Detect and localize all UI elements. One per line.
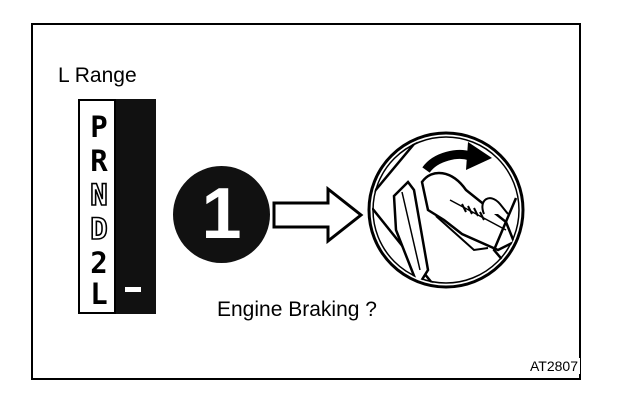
gear-letter-n: N <box>89 178 108 212</box>
step-number: 1 <box>201 174 242 254</box>
selector-bar <box>116 99 156 314</box>
foot-on-pedal-icon <box>367 131 525 289</box>
caption-engine-braking: Engine Braking ? <box>217 298 377 321</box>
gear-letter-l: L <box>90 277 108 311</box>
gear-letter-r: R <box>90 144 108 178</box>
gear-letter-column: P R N D 2 L <box>78 99 116 314</box>
gear-letter-d: D <box>89 212 108 246</box>
step-badge: 1 <box>173 166 270 263</box>
gear-selector-indicator: P R N D 2 L <box>78 99 156 314</box>
gear-letter-2: 2 <box>90 246 108 280</box>
hollow-right-arrow-icon <box>272 186 364 244</box>
figure-code: AT2807 <box>528 358 580 374</box>
figure-frame <box>31 23 581 380</box>
gear-letter-p: P <box>90 110 108 144</box>
selected-position-marker <box>125 287 141 292</box>
range-title: L Range <box>58 64 137 87</box>
